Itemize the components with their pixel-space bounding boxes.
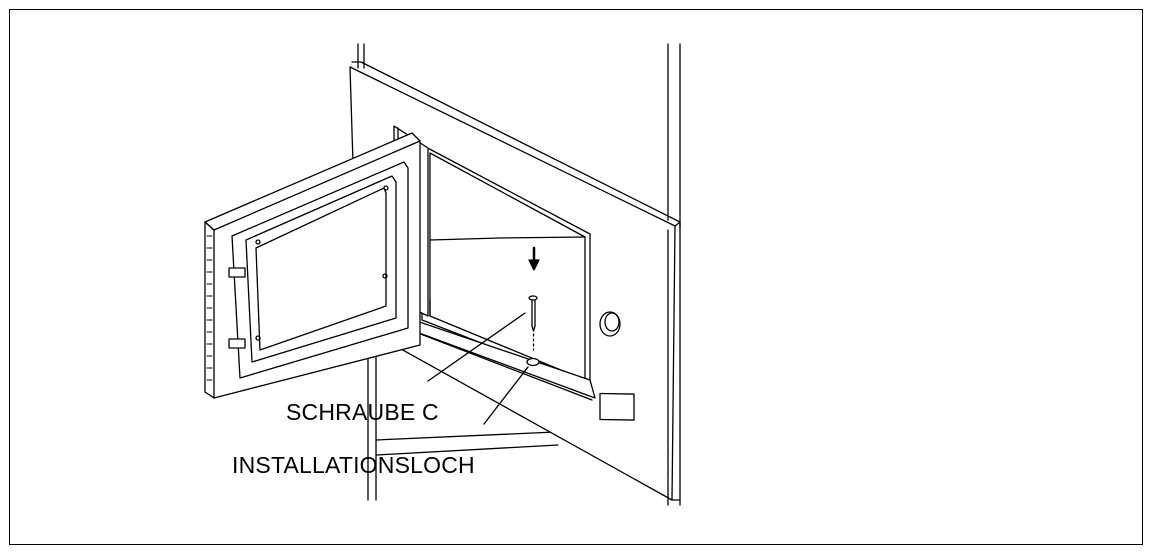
installation-hole bbox=[526, 357, 540, 367]
down-arrow-icon bbox=[528, 246, 540, 271]
display-window bbox=[599, 392, 635, 421]
oven-cavity bbox=[421, 144, 591, 386]
hole-leader-line bbox=[483, 366, 529, 425]
screw-leader-line bbox=[427, 312, 526, 382]
cabinet-outline bbox=[357, 43, 681, 506]
knob-icon bbox=[599, 311, 621, 337]
installation-hole-label: INSTALLATIONSLOCH bbox=[232, 452, 475, 478]
oven-door bbox=[204, 132, 421, 399]
screw-label: SCHRAUBE C bbox=[286, 399, 439, 425]
screw-icon bbox=[528, 295, 538, 351]
